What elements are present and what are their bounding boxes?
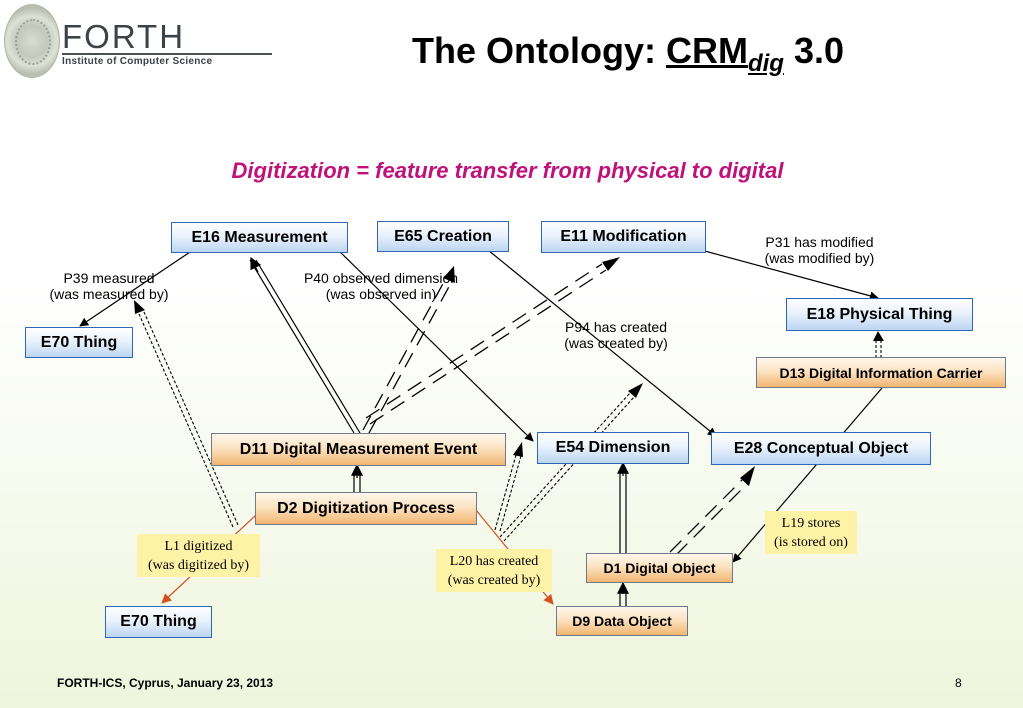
label-l19-stores: L19 stores (is stored on): [765, 511, 857, 554]
node-e65-creation[interactable]: E65 Creation: [377, 221, 509, 252]
edge-dot-l20-p94-head: [628, 383, 643, 398]
edge-e16-e54: [335, 247, 534, 442]
node-e70-thing-bottom[interactable]: E70 Thing: [105, 606, 212, 638]
edge-dot-l20-p94-a: [499, 392, 631, 538]
label-l19-line1: L19 stores: [781, 515, 841, 531]
node-d1-digital-object[interactable]: D1 Digital Object: [586, 553, 733, 583]
slide-subtitle: Digitization = feature transfer from phy…: [231, 158, 784, 183]
edge-e11-e18: [689, 246, 879, 301]
label-p94-line2: (was created by): [564, 335, 668, 351]
node-e28-conceptual-object[interactable]: E28 Conceptual Object: [711, 432, 931, 465]
title-prefix: The Ontology:: [412, 30, 666, 71]
logo-divider: [62, 53, 272, 55]
label-p39-line1: P39 measured: [63, 270, 155, 286]
label-p39-line2: (was measured by): [49, 286, 169, 302]
label-l20-has-created: L20 has created (was created by): [436, 549, 552, 592]
edge-d11-e16-a: [249, 259, 355, 434]
node-d2-digitization-process[interactable]: D2 Digitization Process: [255, 492, 477, 525]
label-l1-line1: L1 digitized: [164, 538, 233, 554]
slide-title: The Ontology: CRMdig 3.0: [412, 30, 844, 78]
edge-dash-d11-e11-a: [365, 263, 603, 419]
node-e16-measurement[interactable]: E16 Measurement: [171, 222, 348, 253]
edge-dot-l20-e54-a: [494, 454, 517, 531]
label-p94: P94 has created (was created by): [548, 319, 684, 351]
edge-dash-d1-e28-b: [675, 482, 749, 556]
edge-dash-d11-p40-a: [362, 279, 446, 431]
edge-dot-l1-p39-b: [143, 311, 239, 526]
label-l1-digitized: L1 digitized (was digitized by): [137, 534, 260, 577]
label-l20-line1: L20 has created: [449, 553, 539, 569]
label-p31-line1: P31 has modified: [765, 234, 874, 250]
edge-dot-l20-p94-b: [503, 396, 635, 542]
edge-dot-l1-p39-a: [138, 313, 234, 528]
edge-dash-d11-e11-b: [369, 269, 607, 425]
label-l20-line2: (was created by): [447, 572, 541, 588]
node-d13-digital-information-carrier[interactable]: D13 Digital Information Carrier: [756, 357, 1006, 388]
node-e54-dimension[interactable]: E54 Dimension: [537, 432, 689, 464]
label-p39: P39 measured (was measured by): [34, 270, 184, 302]
page-number: 8: [955, 676, 962, 690]
edge-dash-d11-e11-head: [602, 257, 620, 271]
label-l19-line2: (is stored on): [774, 534, 848, 550]
edge-d11-e16-b: [255, 259, 361, 434]
footer-text: FORTH-ICS, Cyprus, January 23, 2013: [57, 676, 274, 690]
edge-dot-l1-p39-head: [134, 300, 145, 314]
logo-name: FORTH: [62, 18, 186, 55]
edge-dash-d1-e28-head: [740, 466, 755, 486]
seal-emblem-icon: [4, 4, 60, 78]
label-p94-line1: P94 has created: [565, 319, 667, 335]
node-e18-physical-thing[interactable]: E18 Physical Thing: [786, 298, 973, 331]
edge-dash-d11-p40-head: [443, 266, 455, 283]
edge-d13-d1: [732, 387, 883, 563]
node-d9-data-object[interactable]: D9 Data Object: [556, 606, 688, 636]
label-l1-line2: (was digitized by): [147, 557, 250, 573]
edge-dash-d11-p40-b: [368, 282, 452, 434]
node-e11-modification[interactable]: E11 Modification: [541, 221, 706, 253]
label-p40-line2: (was observed in): [325, 286, 437, 302]
label-p40-line1: P40 observed dimension: [303, 270, 459, 286]
label-p31: P31 has modified (was modified by): [752, 234, 887, 266]
edge-dot-l20-e54-head: [513, 442, 523, 457]
edge-d11-e16-head: [250, 256, 262, 273]
edge-dot-l20-e54-b: [499, 455, 522, 532]
edge-e65-e28: [487, 249, 717, 437]
title-crm: CRM: [665, 30, 748, 71]
title-version: 3.0: [783, 30, 844, 71]
label-p31-line2: (was modified by): [764, 250, 875, 266]
title-sub: dig: [747, 50, 784, 77]
logo-subtitle: Institute of Computer Science: [62, 56, 213, 67]
edge-e16-e70-top: [79, 247, 197, 327]
node-e70-thing-top[interactable]: E70 Thing: [25, 327, 133, 358]
node-d11-digital-measurement-event[interactable]: D11 Digital Measurement Event: [211, 433, 506, 466]
label-p40: P40 observed dimension (was observed in): [291, 270, 471, 302]
edge-dash-d1-e28-a: [669, 479, 743, 553]
edge-dot-d13-e18-head: [873, 331, 884, 341]
